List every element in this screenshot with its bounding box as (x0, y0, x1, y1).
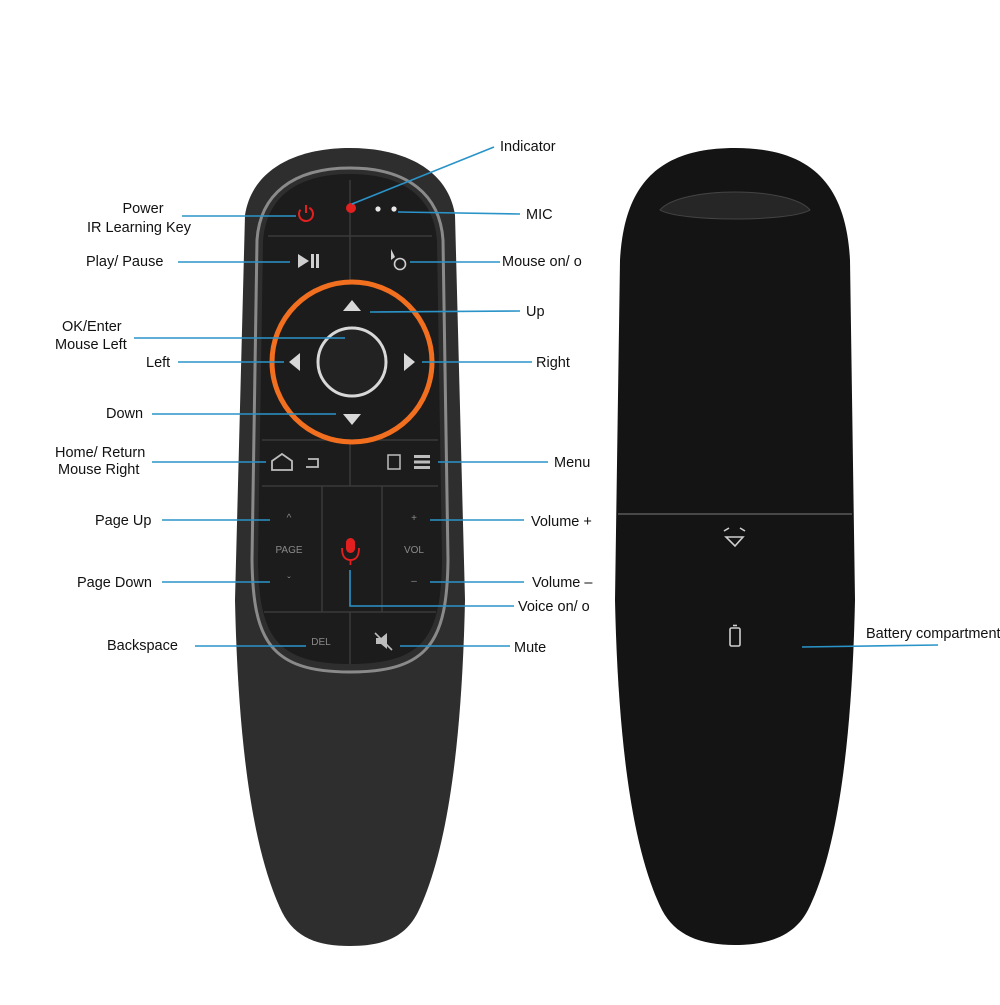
label-backspace: Backspace (107, 638, 178, 654)
mouse-toggle-button[interactable] (391, 249, 407, 271)
battery-icon (729, 624, 741, 647)
down-arrow-icon[interactable] (343, 414, 361, 425)
svg-text:ˇ: ˇ (287, 575, 291, 587)
label-home-return: Home/ Return (55, 445, 145, 461)
label-mute: Mute (514, 640, 546, 656)
ok-button[interactable] (316, 326, 388, 398)
label-mouse-right: Mouse Right (58, 462, 139, 478)
label-ir-learning: IR Learning Key (87, 220, 192, 236)
svg-text:–: – (411, 576, 417, 587)
home-return-button[interactable] (271, 452, 319, 471)
leader-lines (134, 146, 939, 648)
label-page-up: Page Up (95, 513, 151, 529)
page-rocker[interactable]: ^ PAGE ˇ (275, 513, 302, 587)
mic-holes-icon (375, 206, 397, 212)
up-arrow-icon[interactable] (343, 300, 361, 311)
right-arrow-icon[interactable] (404, 353, 415, 371)
svg-text:+: + (411, 513, 417, 524)
menu-button[interactable] (387, 454, 430, 470)
mute-icon[interactable] (374, 632, 393, 651)
label-indicator: Indicator (500, 139, 556, 155)
panel-dividers (262, 180, 438, 664)
label-volume-minus: Volume – (532, 575, 593, 591)
cover-release-icon[interactable] (723, 527, 746, 548)
label-mic: MIC (526, 207, 553, 223)
label-up: Up (526, 304, 545, 320)
back-remote (615, 148, 855, 945)
label-menu: Menu (554, 455, 590, 471)
label-right: Right (536, 355, 570, 371)
label-mouse-left: Mouse Left (55, 337, 127, 353)
callout-labels: Indicator Power IR Learning Key MIC Play… (55, 139, 1000, 656)
label-power: Power (122, 201, 163, 217)
vol-rocker[interactable]: + VOL – (404, 513, 424, 587)
play-pause-button[interactable] (298, 254, 319, 268)
label-page-down: Page Down (77, 575, 152, 591)
vol-button-label: VOL (404, 545, 424, 556)
label-battery: Battery compartment (866, 626, 1000, 642)
label-ok-enter: OK/Enter (62, 319, 122, 335)
left-arrow-icon[interactable] (289, 353, 300, 371)
front-remote: ^ PAGE ˇ + VOL – DEL (235, 148, 465, 946)
page-button-label: PAGE (275, 545, 302, 556)
del-button[interactable]: DEL (311, 637, 331, 648)
indicator-led-icon (346, 203, 356, 213)
label-voice-onoff: Voice on/ o (518, 599, 590, 615)
label-left: Left (146, 355, 170, 371)
label-down: Down (106, 406, 143, 422)
microphone-icon[interactable] (341, 538, 360, 565)
label-mouse-onoff: Mouse on/ o (502, 254, 582, 270)
svg-text:^: ^ (287, 513, 292, 524)
power-button[interactable] (297, 205, 316, 224)
label-play-pause: Play/ Pause (86, 254, 163, 270)
back-top-cap (659, 191, 811, 220)
label-volume-plus: Volume + (531, 514, 592, 530)
